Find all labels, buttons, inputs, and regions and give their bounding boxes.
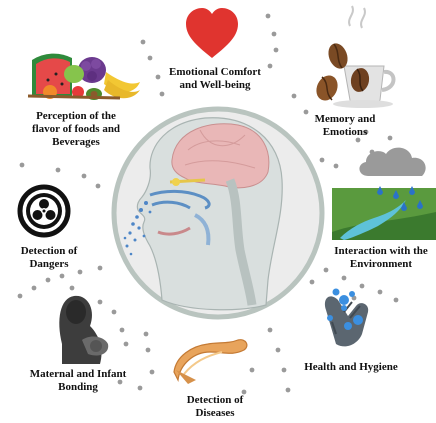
mother-infant-icon <box>59 296 108 364</box>
decorative-dot <box>96 184 101 189</box>
decorative-dot <box>268 328 273 333</box>
decorative-dot <box>120 328 125 333</box>
biohazard-icon <box>20 187 68 235</box>
rain-landscape-icon <box>332 148 436 240</box>
coffee-icon <box>312 6 393 108</box>
label-maternal-infant-bonding: Maternal and Infant Bonding <box>8 368 148 394</box>
decorative-dot <box>150 370 155 375</box>
decorative-dot <box>334 164 339 169</box>
decorative-dot <box>266 14 271 19</box>
decorative-dot <box>18 294 23 299</box>
decorative-dot <box>250 368 255 373</box>
label-emotional-comfort: Emotional Comfort and Well-being <box>130 66 300 92</box>
decorative-dot <box>148 56 153 61</box>
decorative-dot <box>342 276 347 281</box>
decorative-dot <box>20 163 25 168</box>
decorative-dot <box>32 286 37 291</box>
label-flavor-perception: Perception of the flavor of foods and Be… <box>6 110 146 149</box>
label-memory-emotions: Memory and Emotions <box>290 113 400 139</box>
decorative-dot <box>378 290 383 295</box>
label-detection-diseases: Detection of Diseases <box>160 394 270 420</box>
decorative-dot <box>98 266 103 271</box>
decorative-dot <box>46 278 51 283</box>
label-health-hygiene: Health and Hygiene <box>286 361 416 374</box>
fruit-basket-icon <box>28 54 140 100</box>
decorative-dot <box>112 310 117 315</box>
decorative-dot <box>141 40 146 45</box>
decorative-dot <box>394 298 399 303</box>
handwashing-icon <box>325 289 368 347</box>
label-detection-dangers: Detection of Dangers <box>2 245 96 271</box>
decorative-dot <box>82 174 87 179</box>
decorative-dot <box>124 342 129 347</box>
decorative-dot <box>146 348 151 353</box>
pancreas-icon <box>174 340 247 384</box>
decorative-dot <box>360 284 365 289</box>
decorative-dot <box>98 300 103 305</box>
decorative-dot <box>144 332 149 337</box>
decorative-dot <box>310 280 315 285</box>
heart-icon <box>186 8 238 58</box>
decorative-dot <box>272 32 277 37</box>
decorative-dot <box>320 158 325 163</box>
decorative-dot <box>70 286 75 291</box>
decorative-dot <box>274 48 279 53</box>
decorative-dot <box>276 348 281 353</box>
label-interaction-environment: Interaction with the Environment <box>326 245 436 271</box>
decorative-dot <box>286 388 291 393</box>
decorative-dot <box>56 168 61 173</box>
